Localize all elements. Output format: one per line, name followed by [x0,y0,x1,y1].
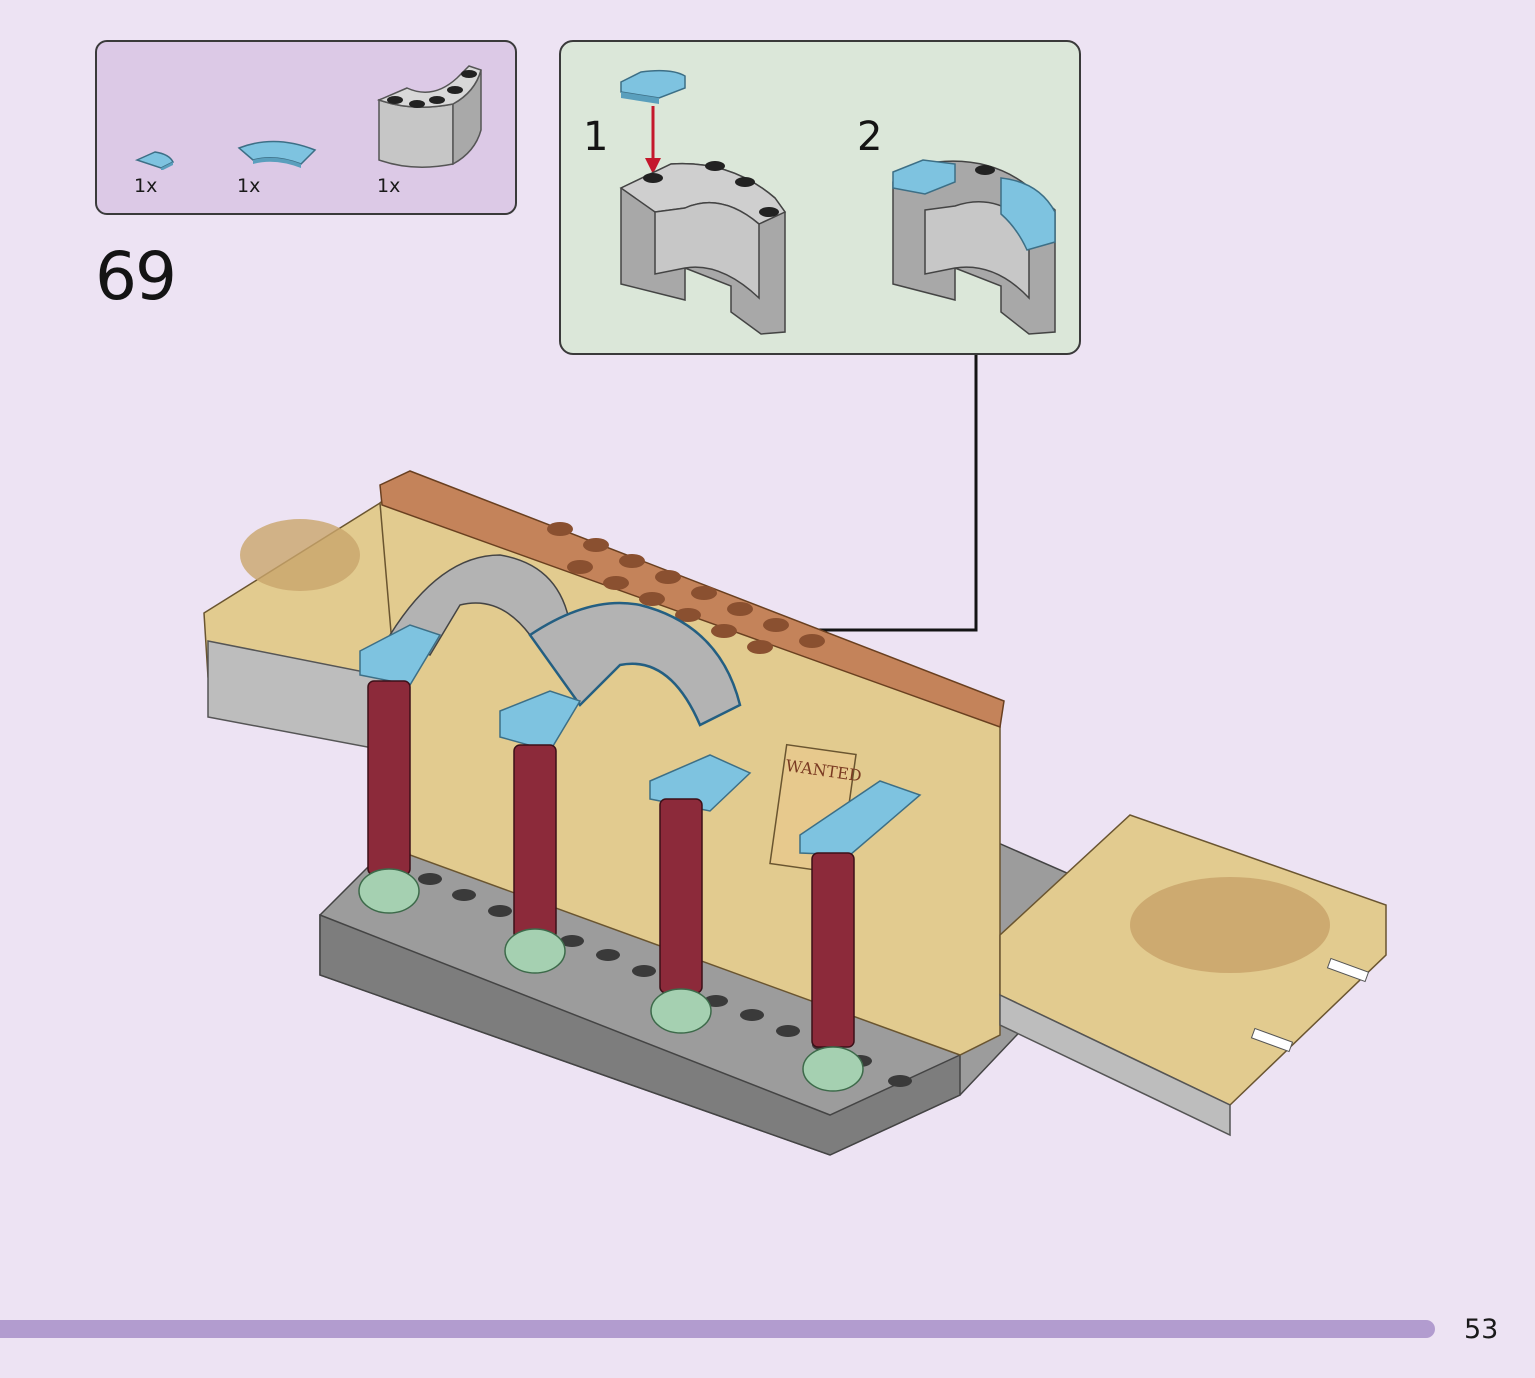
sub-step-1-illustration [619,69,787,335]
model-illustration: WANTED [203,470,1387,1156]
sub-step-1-label: 1 [583,114,609,160]
part-quantity-1: 1x [134,175,158,197]
azure-quarter-round-tile-icon [133,146,177,170]
grey-round-wall-panel-icon [373,60,489,178]
azure-curved-tile-icon [235,136,321,172]
parts-list-box: 1x 1x 1x [95,40,517,215]
sub-assembly-box: 1 2 [559,40,1081,355]
footer-progress-bar [0,1320,1435,1338]
sub-step-2-illustration [892,159,1056,335]
step-number: 69 [95,238,177,315]
sub-step-2-label: 2 [857,114,883,160]
page-number: 53 [1464,1314,1499,1345]
part-quantity-3: 1x [377,175,401,197]
part-quantity-2: 1x [237,175,261,197]
